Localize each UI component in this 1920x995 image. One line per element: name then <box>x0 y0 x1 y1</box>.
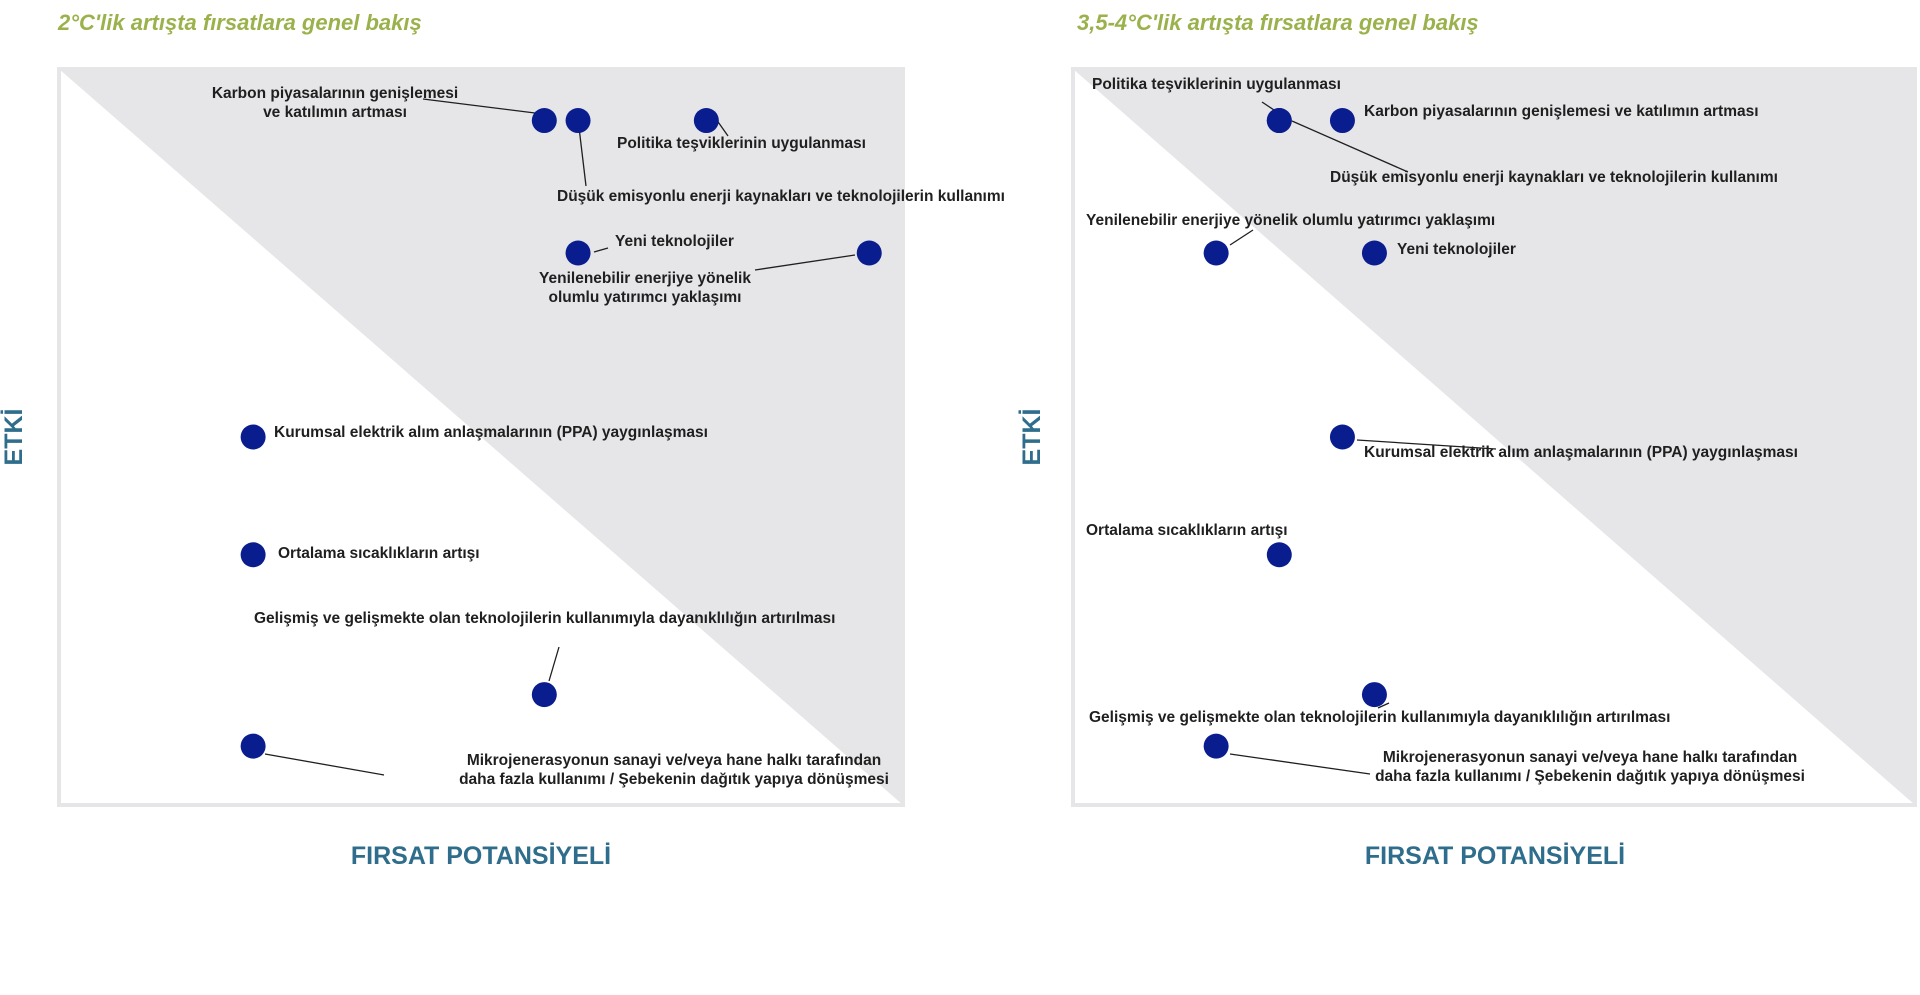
chart-title: 3,5-4°C'lik artışta fırsatlara genel bak… <box>1077 10 1479 35</box>
chart-title: 2°C'lik artışta fırsatlara genel bakış <box>57 10 422 35</box>
data-point <box>1203 240 1229 266</box>
leader-line <box>1291 120 1409 173</box>
data-point <box>565 108 591 134</box>
data-point-label: Düşük emisyonlu enerji kaynakları ve tek… <box>1330 169 1778 186</box>
data-point-label: Politika teşviklerinin uygulanması <box>1092 76 1341 93</box>
data-point-label: Düşük emisyonlu enerji kaynakları ve tek… <box>557 188 1005 205</box>
data-point <box>1361 682 1387 708</box>
upper-region <box>1073 69 1915 805</box>
data-point-label: Yeni teknolojiler <box>615 233 734 250</box>
chart-panel-1: 2°C'lik artışta fırsatlara genel bakışET… <box>0 10 1005 870</box>
data-point <box>531 682 557 708</box>
data-point-label: Ortalama sıcaklıkların artışı <box>1086 522 1288 539</box>
x-axis-label: FIRSAT POTANSİYELİ <box>351 842 611 870</box>
data-point <box>1266 542 1292 568</box>
data-point-label: Yenilenebilir enerjiye yönelik olumlu ya… <box>1086 212 1495 229</box>
leader-line <box>422 98 536 114</box>
data-point-label: Mikrojenerasyonun sanayi ve/veya hane ha… <box>459 752 889 788</box>
y-axis-label: ETKİ <box>0 409 28 466</box>
data-point-label: Kurumsal elektrik alım anlaşmalarının (P… <box>274 424 708 441</box>
data-point <box>565 240 591 266</box>
data-point <box>240 733 266 759</box>
upper-region <box>59 69 903 805</box>
data-point <box>1361 240 1387 266</box>
leader-line <box>593 247 609 253</box>
leader-line <box>1261 101 1275 111</box>
data-point <box>693 108 719 134</box>
data-point-label: Gelişmiş ve gelişmekte olan teknolojiler… <box>1089 709 1670 726</box>
data-point <box>1329 108 1355 134</box>
data-point-label: Karbon piyasalarının genişlemesi ve katı… <box>1364 103 1759 120</box>
data-point-label: Kurumsal elektrik alım anlaşmalarının (P… <box>1364 444 1798 461</box>
data-point-label: Ortalama sıcaklıkların artışı <box>278 545 480 562</box>
leader-line <box>1229 753 1371 775</box>
leader-line <box>548 646 560 682</box>
data-point <box>240 542 266 568</box>
chart-panel-2: 3,5-4°C'lik artışta fırsatlara genel bak… <box>1018 10 1917 870</box>
leader-line <box>754 254 856 271</box>
data-point <box>531 108 557 134</box>
leader-line <box>1377 702 1390 709</box>
data-point <box>240 424 266 450</box>
data-point-label: Gelişmiş ve gelişmekte olan teknolojiler… <box>254 610 835 627</box>
leader-line <box>1356 439 1497 450</box>
data-point <box>1266 108 1292 134</box>
leader-line <box>264 753 385 776</box>
x-axis-label: FIRSAT POTANSİYELİ <box>1365 842 1625 870</box>
data-point <box>856 240 882 266</box>
data-point-label: Yeni teknolojiler <box>1397 241 1516 258</box>
data-point <box>1329 424 1355 450</box>
leader-line <box>1229 229 1254 246</box>
data-point-label: Politika teşviklerinin uygulanması <box>617 135 866 152</box>
y-axis-label: ETKİ <box>1018 409 1046 466</box>
data-point-label: Mikrojenerasyonun sanayi ve/veya hane ha… <box>1375 749 1805 785</box>
data-point <box>1203 733 1229 759</box>
